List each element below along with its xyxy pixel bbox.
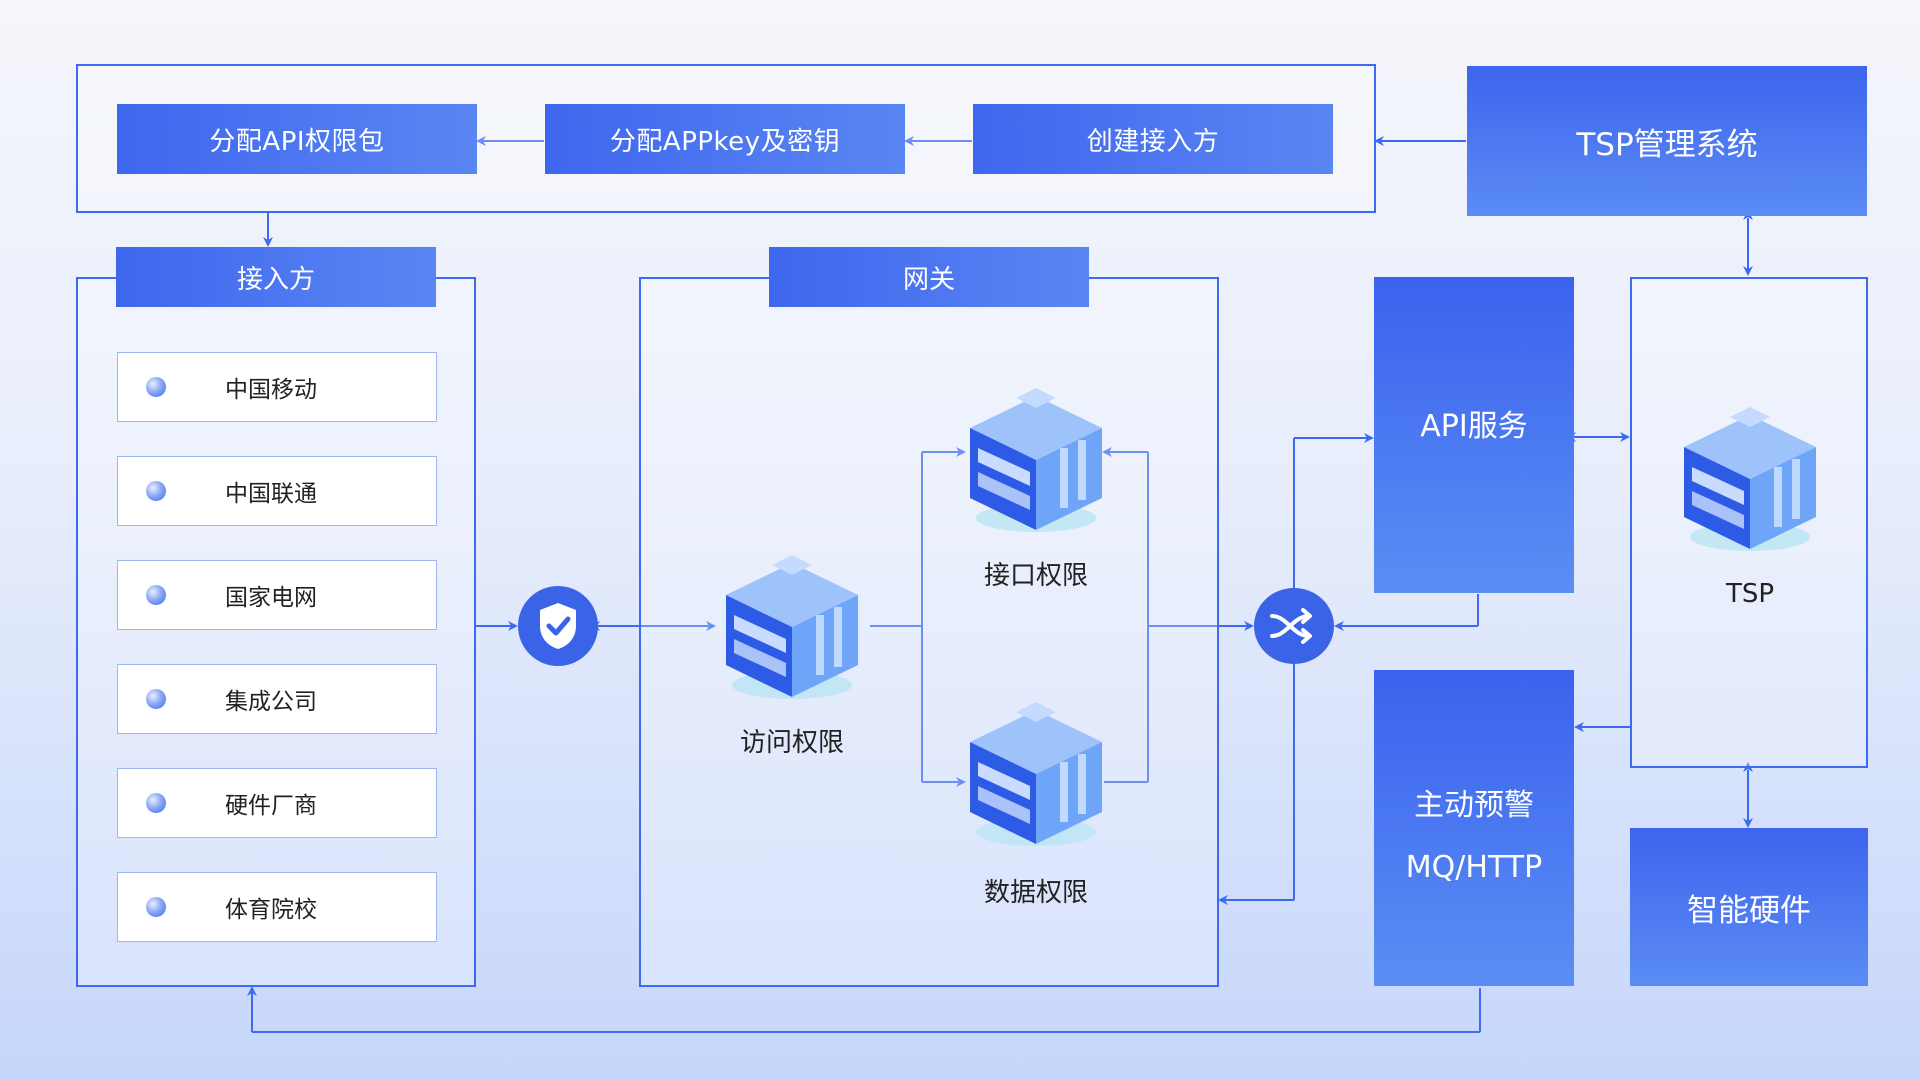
bullet-icon: [146, 377, 166, 397]
access-party-label: 国家电网: [225, 585, 317, 611]
smart-hardware-box[interactable]: 智能硬件: [1630, 828, 1868, 986]
access-party-label: 中国联通: [225, 481, 317, 507]
server-icon: [716, 535, 868, 705]
access-party-label: 集成公司: [225, 689, 317, 715]
access-party-item[interactable]: 集成公司: [117, 664, 437, 734]
shield-icon: [518, 586, 598, 666]
bullet-icon: [146, 481, 166, 501]
bullet-icon: [146, 897, 166, 917]
server-icon: [1674, 387, 1826, 557]
access-party-item[interactable]: 中国联通: [117, 456, 437, 526]
interface-permission-label: 接口权限: [983, 561, 1088, 591]
access-party-item[interactable]: 国家电网: [117, 560, 437, 630]
alert-label: 主动预警: [1414, 788, 1534, 823]
alert-protocol-label: MQ/HTTP: [1405, 850, 1543, 885]
access-party-label: 体育院校: [225, 897, 317, 923]
tsp-management-system-box[interactable]: TSP管理系统: [1467, 66, 1867, 216]
active-alert-box[interactable]: 主动预警 MQ/HTTP: [1374, 670, 1574, 986]
api-service-label: API服务: [1420, 409, 1528, 444]
access-party-title: 接入方: [116, 247, 436, 307]
access-party-item[interactable]: 中国移动: [117, 352, 437, 422]
gateway-title: 网关: [769, 247, 1089, 307]
access-permission-label: 访问权限: [739, 728, 844, 758]
server-icon: [960, 368, 1112, 538]
bullet-icon: [146, 793, 166, 813]
access-party-item[interactable]: 体育院校: [117, 872, 437, 942]
assign-appkey-box[interactable]: 分配APPkey及密钥: [545, 104, 905, 174]
access-party-item[interactable]: 硬件厂商: [117, 768, 437, 838]
server-icon: [960, 682, 1112, 852]
shuffle-icon: [1254, 588, 1334, 664]
bullet-icon: [146, 585, 166, 605]
access-party-label: 中国移动: [225, 377, 317, 403]
bullet-icon: [146, 689, 166, 709]
create-access-party-box[interactable]: 创建接入方: [973, 104, 1333, 174]
tsp-label: TSP: [1725, 579, 1775, 609]
data-permission-label: 数据权限: [983, 878, 1088, 908]
assign-api-permission-box[interactable]: 分配API权限包: [117, 104, 477, 174]
access-party-label: 硬件厂商: [225, 793, 317, 819]
api-service-box[interactable]: API服务: [1374, 277, 1574, 593]
tsp-frame[interactable]: TSP: [1630, 277, 1868, 768]
